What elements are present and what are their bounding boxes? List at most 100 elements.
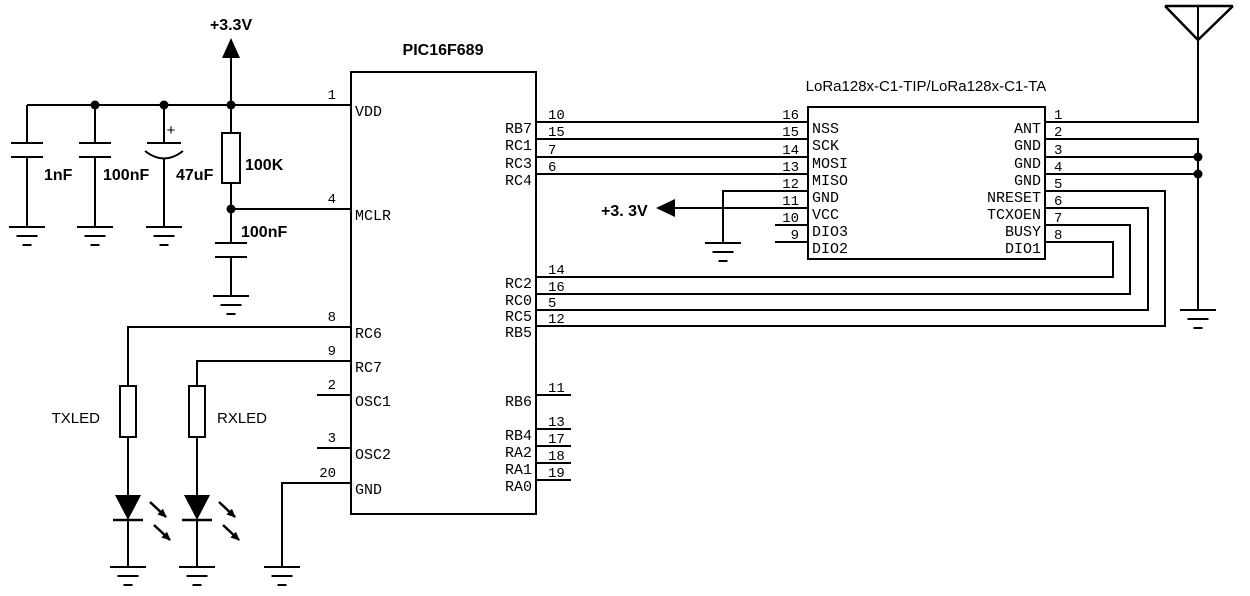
pic-pin-name-ra2: RA2 [505, 445, 532, 462]
pic-pin-num-ra0: 19 [548, 466, 565, 482]
lora-pin-num-dio2: 9 [791, 228, 799, 244]
pic-pin-name-rb6: RB6 [505, 394, 532, 411]
lora-pin-name-tcxoen: TCXOEN [987, 207, 1041, 224]
junction-dot [226, 204, 236, 214]
lora-pin-num-nreset: 5 [1054, 177, 1062, 193]
components [11, 4, 1234, 541]
pic-pin-name-rb4: RB4 [505, 428, 532, 445]
pic-pin-name-gnd: GND [355, 482, 382, 499]
lora-pin-name-gnd3: GND [1014, 156, 1041, 173]
capacitor-c3-electrolytic [144, 142, 184, 160]
junction-dot [159, 100, 169, 110]
c2-value: 100nF [103, 167, 149, 184]
wire-lora-gnd12 [722, 190, 808, 243]
rxled-label: RXLED [217, 410, 267, 427]
pic-pin-name-rc0: RC0 [505, 293, 532, 310]
ground-txled [110, 566, 146, 586]
lora-pin-num-dio3: 10 [782, 211, 799, 227]
wire-rc7-rxled [196, 360, 351, 567]
c3-value: 47uF [176, 167, 214, 184]
led-tx-triangle [115, 495, 141, 520]
junction-dot [1193, 152, 1203, 162]
lora-pin-num-vcc: 11 [782, 194, 799, 210]
wire-rc6-txled [127, 326, 351, 567]
led-rx-emission-arrow [222, 524, 240, 541]
pic-pin-name-ra0: RA0 [505, 479, 532, 496]
wire-rc2-dio1 [536, 241, 1114, 278]
pic-pin-num-rb6: 11 [548, 381, 565, 397]
pic-title: PIC16F689 [403, 42, 484, 59]
lora-pin-name-dio2: DIO2 [812, 241, 848, 258]
lora-pin-num-nss: 16 [782, 108, 799, 124]
ground-pic-gnd [264, 566, 300, 586]
pic-pin-name-osc1: OSC1 [355, 394, 391, 411]
supply-arrow-up-icon [222, 38, 240, 58]
lora-pin-num-dio1: 8 [1054, 228, 1062, 244]
resistor-txled [119, 385, 137, 438]
pic-pin-num-mclr: 4 [328, 192, 336, 208]
pic-pin-num-ra2: 17 [548, 432, 565, 448]
pic-pin-num-rc2: 14 [548, 263, 565, 279]
lora-pin-name-mosi: MOSI [812, 156, 848, 173]
lora-pin-name-nreset: NRESET [987, 190, 1041, 207]
pic-pin-num-osc1: 2 [328, 378, 336, 394]
lora-title: LoRa128x-C1-TIP/LoRa128x-C1-TA [806, 78, 1047, 95]
lora-pin-name-gnd: GND [812, 190, 839, 207]
wire-rc5-tcxoen [536, 207, 1149, 311]
pic-pin-num-rc0: 16 [548, 280, 565, 296]
led-rx-triangle [184, 495, 210, 520]
junction-dot [90, 100, 100, 110]
lora-pin-name-gnd2: GND [1014, 138, 1041, 155]
pic-pin-name-rc4: RC4 [505, 173, 532, 190]
pic-pin-num-rc1: 15 [548, 125, 565, 141]
pic-pin-name-mclr: MCLR [355, 208, 391, 225]
capacitor-c2 [79, 142, 111, 158]
lora-pin-name-busy: BUSY [1005, 224, 1041, 241]
pic-pin-name-rc1: RC1 [505, 138, 532, 155]
lora-pin-num-busy: 7 [1054, 211, 1062, 227]
supply-vcc-label: +3. 3V [601, 203, 648, 220]
ground-c2 [77, 226, 113, 246]
pic-pin-num-vdd: 1 [328, 88, 336, 104]
pic-chip-body [350, 71, 537, 515]
ground-lora-gnd12 [705, 242, 741, 262]
lora-pin-name-ant: ANT [1014, 121, 1041, 138]
lora-pin-num-mosi: 14 [782, 143, 799, 159]
ground-lora-gnd-bus [1180, 309, 1216, 329]
lora-pin-num-miso: 13 [782, 160, 799, 176]
led-tx-emission-arrow [149, 501, 167, 518]
wire-lora-gnd-bus [1045, 138, 1199, 310]
supply-arrow-left-icon [656, 199, 675, 217]
junction-dot [1193, 169, 1203, 179]
pic-pin-num-rc6: 8 [328, 310, 336, 326]
ground-c1 [9, 226, 45, 246]
pic-pin-num-rb7: 10 [548, 108, 565, 124]
txled-label: TXLED [52, 410, 101, 427]
lora-pin-name-sck: SCK [812, 138, 839, 155]
junction-dot [226, 100, 236, 110]
pic-pin-num-osc2: 3 [328, 431, 336, 447]
pic-pin-num-rc4: 6 [548, 160, 556, 176]
pic-pin-num-rc5: 5 [548, 296, 556, 312]
lora-pin-num-ant: 1 [1054, 108, 1062, 124]
pic-pin-name-vdd: VDD [355, 104, 382, 121]
pic-pin-num-gnd: 20 [319, 466, 336, 482]
resistor-pullup [221, 132, 241, 184]
r-pullup-value: 100K [245, 157, 284, 174]
junction-dots [90, 100, 1203, 214]
wire-ant [1045, 6, 1199, 123]
led-rx [182, 495, 240, 541]
lora-pin-name-dio1: DIO1 [1005, 241, 1041, 258]
led-tx-emission-arrow [153, 524, 171, 541]
wire-rc0-busy [536, 224, 1131, 295]
wires [26, 6, 1199, 567]
lora-pin-name-gnd4: GND [1014, 173, 1041, 190]
lora-pin-num-gnd4: 4 [1054, 160, 1062, 176]
wire-rb5-nreset [536, 190, 1166, 327]
antenna-icon [1164, 4, 1234, 41]
lora-pin-name-nss: NSS [812, 121, 839, 138]
pic-pin-name-rb5: RB5 [505, 325, 532, 342]
lora-pin-num-gnd2: 2 [1054, 125, 1062, 141]
